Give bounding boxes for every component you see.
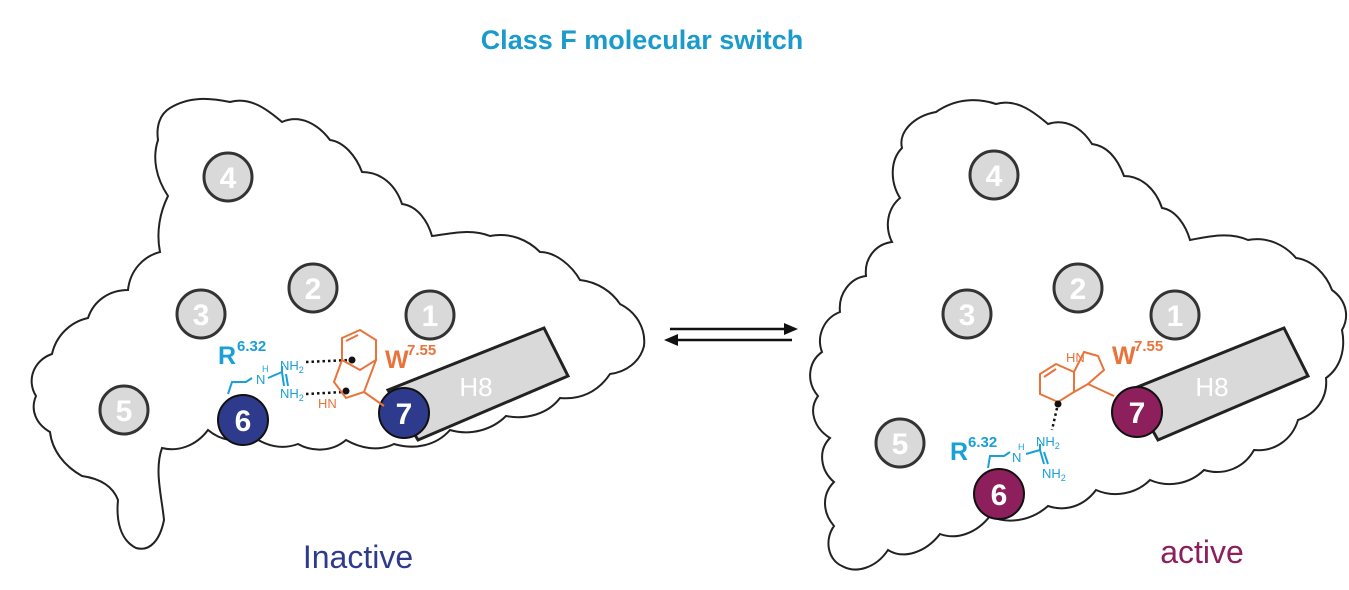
helix-1 — [1149, 289, 1201, 341]
interaction-dot-bottom — [342, 387, 350, 395]
tryptophan-indole — [332, 328, 385, 407]
tryptophan-label: W — [385, 346, 409, 374]
helix-7-label: 7 — [1129, 397, 1146, 430]
tryptophan-superscript: 7.55 — [1134, 338, 1163, 355]
inactive-state-label: Inactive — [303, 539, 413, 575]
helix-6 — [973, 468, 1025, 520]
arginine-label: R — [950, 438, 968, 466]
inactive-receptor-outline — [30, 97, 646, 550]
arginine-sidechain — [987, 444, 1049, 469]
helix-3 — [941, 288, 993, 340]
arginine-letter: R — [218, 342, 236, 370]
helix-5 — [874, 417, 926, 469]
arg-nh-n: N — [1012, 450, 1021, 465]
helix-4 — [202, 151, 254, 203]
helix-4-label: 4 — [220, 162, 237, 195]
active-panel: 4 2 3 1 5 H8 7 6 HN W 7.55 — [809, 99, 1348, 571]
helix-2 — [287, 262, 339, 314]
tryptophan-hn: HN — [318, 396, 337, 411]
interaction-dot — [1054, 400, 1062, 408]
diagram-title: Class F molecular switch — [481, 25, 804, 55]
arg-nh2-top: NH2 — [1036, 434, 1060, 451]
arginine-superscript: 6.32 — [237, 338, 266, 355]
helix-2 — [1052, 262, 1104, 314]
helix-8-label: H8 — [459, 372, 492, 402]
tryptophan-hn: HN — [1066, 350, 1085, 365]
active-receptor-outline — [809, 99, 1348, 571]
helix-3-label: 3 — [193, 299, 210, 332]
helix-6-label: 6 — [991, 479, 1008, 512]
cation-pi-interaction-top — [305, 358, 351, 364]
helix-8-label: H8 — [1195, 372, 1228, 402]
helix-5-label: 5 — [892, 428, 909, 461]
interaction-dot-top — [348, 356, 356, 364]
helix-4 — [968, 149, 1020, 201]
equilibrium-arrows-icon — [664, 323, 798, 346]
arg-nh-n: N — [256, 372, 265, 387]
helix-2-label: 2 — [1070, 273, 1087, 306]
arginine-label: R — [218, 342, 236, 370]
arg-nh-h: H — [262, 364, 269, 374]
helix-7 — [1111, 386, 1163, 438]
arginine-superscript: 6.32 — [968, 434, 997, 451]
cation-pi-interaction — [1050, 407, 1059, 431]
arg-nh2-bottom: NH2 — [280, 386, 304, 403]
helix-7 — [378, 387, 430, 439]
arg-nh-h: H — [1018, 442, 1025, 452]
helix-1-label: 1 — [422, 300, 439, 333]
arginine-sidechain — [227, 366, 289, 395]
helix-5 — [98, 384, 150, 436]
helix-6 — [217, 394, 269, 446]
helix-3-label: 3 — [959, 299, 976, 332]
helix-5-label: 5 — [116, 395, 133, 428]
helix-4-label: 4 — [986, 160, 1003, 193]
helix-1-label: 1 — [1167, 300, 1184, 333]
tryptophan-label: W — [1112, 342, 1136, 370]
arg-nh2-top: NH2 — [280, 358, 304, 375]
helix-7-label: 7 — [396, 398, 413, 431]
active-state-label: active — [1160, 534, 1244, 570]
helix-1 — [404, 289, 456, 341]
inactive-panel: 4 2 3 1 5 H8 6 7 R 6.32 NH2 H N NH2 — [30, 97, 646, 575]
helix-6-label: 6 — [235, 405, 252, 438]
helix-2-label: 2 — [305, 273, 322, 306]
cation-pi-interaction-bottom — [305, 390, 345, 396]
tryptophan-superscript: 7.55 — [407, 342, 436, 359]
helix-3 — [175, 288, 227, 340]
arg-nh2-bottom: NH2 — [1042, 466, 1066, 483]
